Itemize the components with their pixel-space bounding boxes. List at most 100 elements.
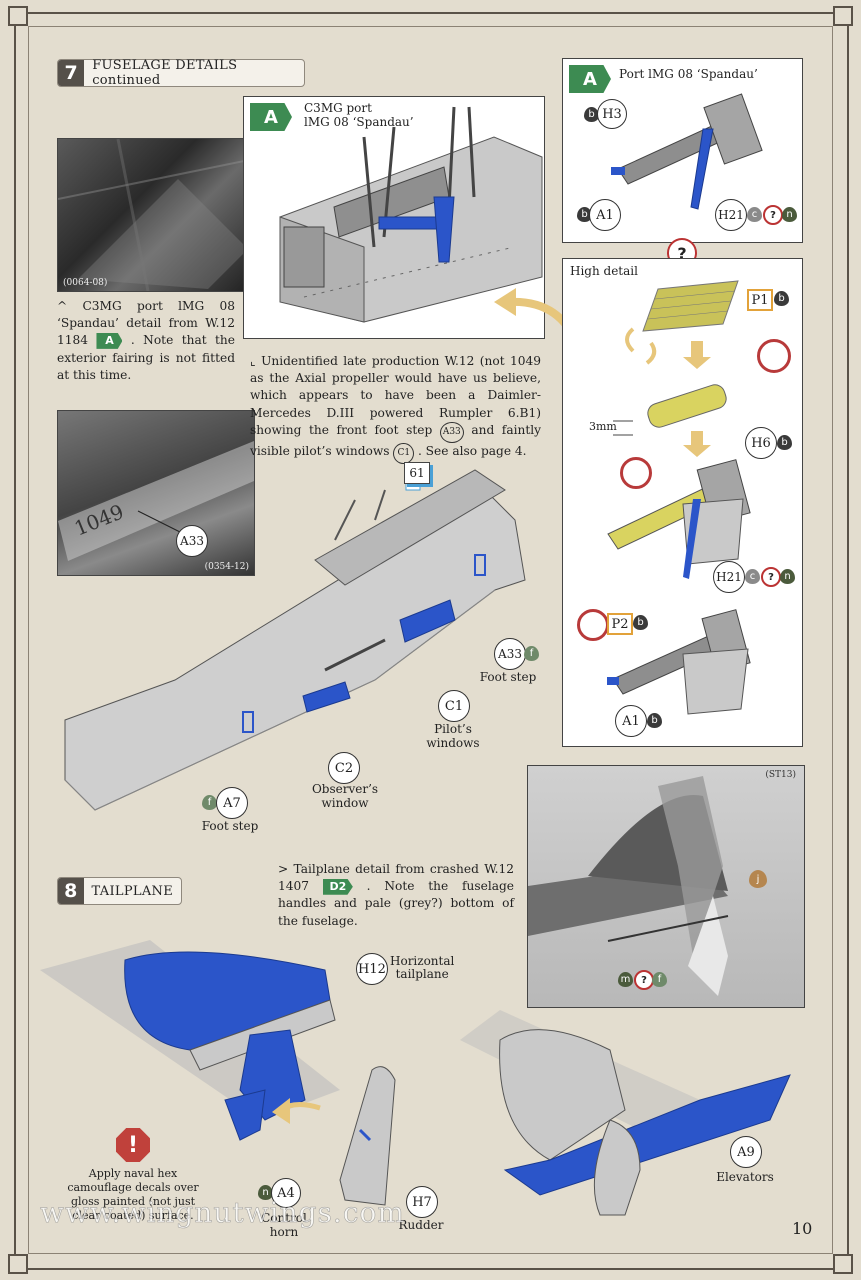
- frame-corner: [833, 6, 853, 26]
- callout-a33: A33: [176, 525, 208, 557]
- part-a7: A7: [216, 787, 248, 819]
- badge-a: A: [250, 103, 292, 131]
- caption-text: > Tailplane detail from crashed W.12 140…: [278, 862, 514, 894]
- paint-drop-b: b: [633, 615, 648, 630]
- paint-drop-b: b: [584, 107, 599, 122]
- ref-a33: A33: [439, 421, 464, 444]
- caption-late-production: ⌞ Unidentified late production W.12 (not…: [250, 353, 542, 465]
- label-line: tailplane: [395, 967, 449, 981]
- page-frame-inner: [28, 26, 833, 1254]
- part-h12: H12: [356, 953, 388, 985]
- panel-title-line: lMG 08 ‘Spandau’: [304, 115, 414, 129]
- panel-title-line: C3MG port: [304, 101, 372, 115]
- part-p2: P2: [607, 613, 633, 635]
- label-rudder: Rudder: [398, 1218, 444, 1232]
- photo-code: (0064-08): [63, 278, 108, 288]
- step-number: 8: [58, 878, 84, 904]
- step-8-header: 8 TAILPLANE: [57, 877, 182, 905]
- part-h21: H21: [713, 561, 745, 593]
- no-glue-icon: [757, 339, 791, 373]
- reference-photo-tailplane: (ST13) j m ? f: [527, 765, 805, 1008]
- part-a1: A1: [615, 705, 647, 737]
- badge-d2: D2: [322, 878, 353, 895]
- caption-text: . Note that the exterior fairing is not …: [57, 333, 235, 382]
- paint-drop-c: c: [747, 207, 762, 222]
- step-title: TAILPLANE: [91, 883, 173, 899]
- page-ref-61: 61: [404, 462, 430, 484]
- high-detail-illustration: [607, 280, 751, 715]
- photo-code: (0354-12): [204, 562, 249, 572]
- caption-text: ⌞ Unidentified late production W.12 (not…: [250, 354, 541, 437]
- dimension-label: 3mm: [589, 420, 617, 433]
- label-horizontal-tailplane: Horizontal tailplane: [390, 955, 454, 981]
- part-a9: A9: [730, 1136, 762, 1168]
- watermark: www.wingnutwings.com: [40, 1196, 405, 1230]
- part-h3: H3: [597, 99, 627, 129]
- frame-corner: [8, 1254, 28, 1274]
- frame-corner: [8, 6, 28, 26]
- panel-title: Port lMG 08 ‘Spandau’: [619, 67, 758, 81]
- warning-text: Apply naval hex camouflage decals over g…: [67, 1167, 199, 1222]
- caption-text: and faintly visible pilot’s windows: [250, 422, 542, 459]
- label-control-horn: Control horn: [261, 1211, 307, 1239]
- paint-drop-n: n: [780, 569, 795, 584]
- elephant-icon: [620, 457, 652, 489]
- reference-photo-foot-step: 1049 A33 (0354-12): [57, 410, 255, 576]
- panel-title: High detail: [570, 264, 638, 278]
- part-c2: C2: [328, 752, 360, 784]
- part-c1: C1: [438, 690, 470, 722]
- part-h7: H7: [406, 1186, 438, 1218]
- page-frame-outer: [14, 12, 849, 1270]
- label-foot-step: Foot step: [479, 670, 537, 684]
- paint-drop-m: m: [618, 972, 633, 987]
- part-a4: A4: [271, 1178, 301, 1208]
- paint-drop-b: b: [647, 713, 662, 728]
- badge-a: A: [96, 332, 123, 349]
- elephant-icon: [577, 609, 609, 641]
- paint-drop-n: n: [258, 1185, 273, 1200]
- panel-title: C3MG port lMG 08 ‘Spandau’: [304, 101, 414, 129]
- part-h6: H6: [745, 427, 777, 459]
- caption-text: ^ C3MG port lMG 08 ‘Spandau’ detail from…: [57, 299, 235, 348]
- part-a33: A33: [494, 638, 526, 670]
- panel-c3mg-port: A C3MG port lMG 08 ‘Spandau’: [243, 96, 545, 339]
- part-h21: H21: [715, 199, 747, 231]
- paint-drop-f: f: [524, 646, 539, 661]
- unknown-color-icon: ?: [761, 567, 781, 587]
- caption-text: . Note the fuselage handles and pale (gr…: [278, 879, 515, 928]
- caption-spandau-detail: ^ C3MG port lMG 08 ‘Spandau’ detail from…: [57, 298, 235, 384]
- step-title: FUSELAGE DETAILS continued: [92, 58, 238, 88]
- paint-drop-b: b: [577, 207, 592, 222]
- paint-drop-b: b: [774, 291, 789, 306]
- reference-photo-spandau: (0064-08): [57, 138, 255, 292]
- panel-port-spandau: A Port lMG 08 ‘Spandau’ b H3 b A1 H21 c …: [562, 58, 803, 243]
- part-p1: P1: [747, 289, 773, 311]
- page-number: 10: [792, 1219, 813, 1238]
- label-foot-step: Foot step: [201, 819, 259, 833]
- tailplane-right-illustration: [460, 1010, 791, 1216]
- caption-text: . See also page 4.: [417, 444, 527, 459]
- unknown-color-icon: ?: [763, 205, 783, 225]
- paint-drop-c: c: [745, 569, 760, 584]
- label-elevators: Elevators: [716, 1170, 774, 1184]
- label-observers-window: Observer’s window: [311, 782, 379, 810]
- cockpit-illustration: [279, 106, 543, 323]
- frame-corner: [833, 1254, 853, 1274]
- paint-drop-f: f: [652, 972, 667, 987]
- step-number: 7: [58, 60, 85, 86]
- tailplane-left-illustration: [40, 940, 396, 1206]
- label-pilots-windows: Pilot’s windows: [426, 722, 480, 750]
- photo-texture: [57, 138, 255, 292]
- photo-code: (ST13): [765, 770, 796, 780]
- badge-a: A: [569, 65, 611, 93]
- paint-drop-n: n: [782, 207, 797, 222]
- paint-drop-b: b: [777, 435, 792, 450]
- spandau-illustration: [611, 93, 763, 210]
- panel-high-detail: High detail P1 b 3mm H6 b H21 c ? n: [562, 258, 803, 747]
- step-7-header: 7 FUSELAGE DETAILS continued: [57, 58, 305, 88]
- unknown-color-icon: ?: [634, 970, 654, 990]
- part-a1: A1: [589, 199, 621, 231]
- label-line: Horizontal: [390, 954, 455, 968]
- warning-icon: !: [116, 1128, 150, 1162]
- photo-texture: [528, 776, 729, 996]
